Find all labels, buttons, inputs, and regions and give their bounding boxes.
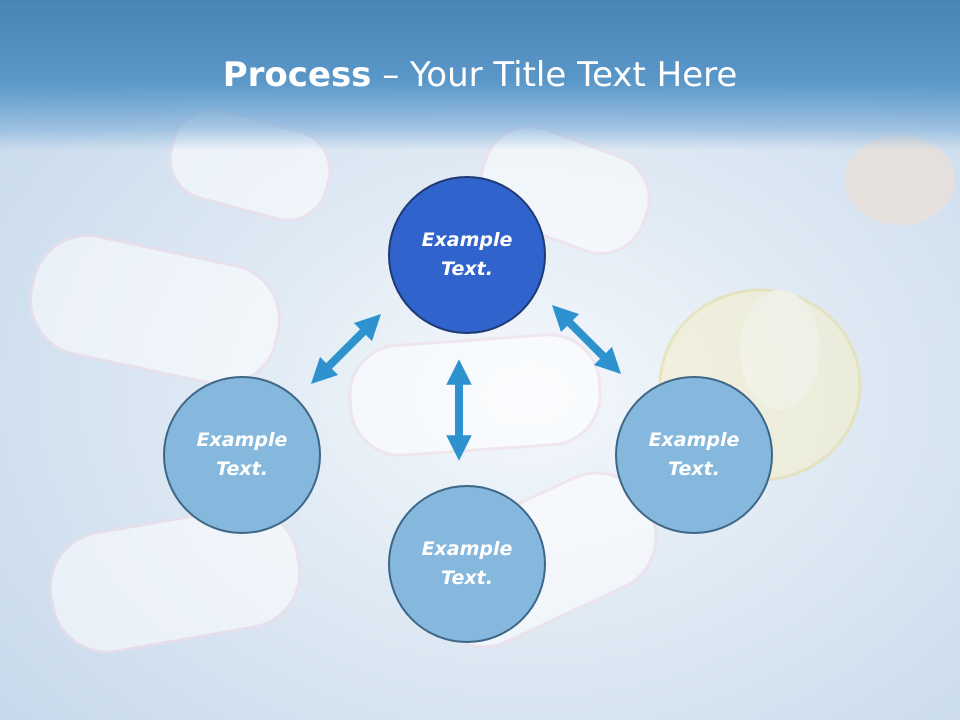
node-bottom: Example Text. (388, 485, 546, 643)
arrow-top-right (551, 304, 622, 375)
node-bottom-text: Example Text. (421, 538, 513, 589)
node-top: Example Text. (388, 176, 546, 334)
title-rest: – Your Title Text Here (371, 55, 738, 95)
node-left: Example Text. (163, 376, 321, 534)
title-bar (0, 0, 960, 150)
node-top-text: Example Text. (421, 229, 513, 280)
node-left-text: Example Text. (196, 429, 288, 480)
title-bold: Process (222, 55, 372, 95)
node-right: Example Text. (615, 376, 773, 534)
arrow-top-left (310, 313, 382, 385)
slide-title: Process – Your Title Text Here (0, 52, 960, 98)
node-right-text: Example Text. (648, 429, 740, 480)
